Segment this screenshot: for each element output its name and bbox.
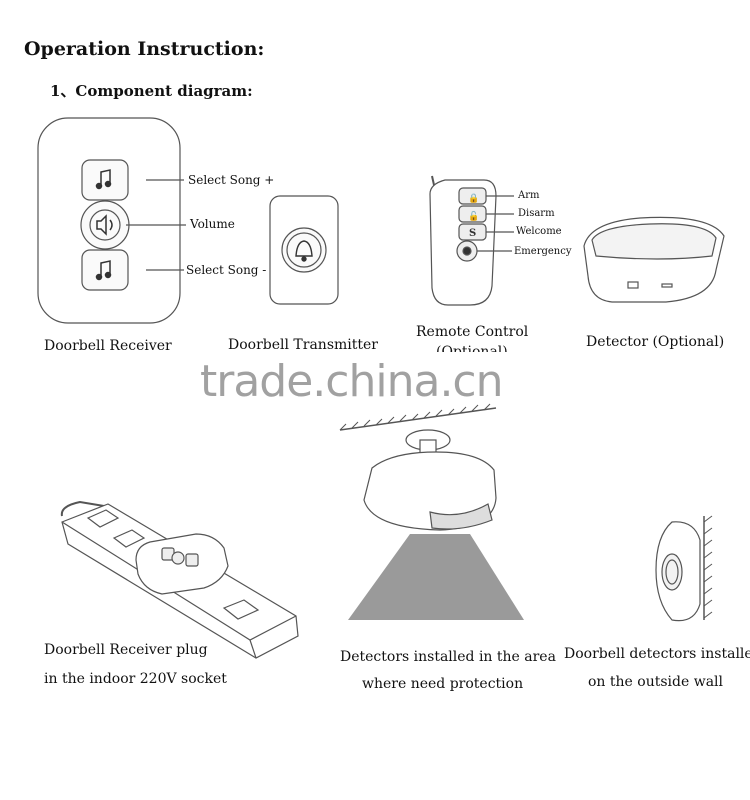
plugged-receiver bbox=[135, 533, 229, 595]
select-song-down-label: Select Song - bbox=[186, 263, 267, 277]
receiver-volume-button bbox=[80, 200, 130, 250]
volume-label: Volume bbox=[190, 217, 235, 231]
wall-caption-line2: on the outside wall bbox=[588, 674, 723, 690]
ceiling-detector-body bbox=[363, 451, 497, 531]
area-caption-line2: where need protection bbox=[362, 676, 524, 692]
welcome-label: Welcome bbox=[516, 226, 562, 237]
section-heading: 1、Component diagram: bbox=[50, 82, 253, 100]
doorbell-transmitter-caption: Doorbell Transmitter bbox=[228, 337, 378, 353]
socket-2 bbox=[112, 529, 146, 548]
dollar-s-icon: S bbox=[469, 228, 476, 239]
select-song-up-label: Select Song + bbox=[188, 173, 275, 187]
disarm-label: Disarm bbox=[518, 208, 555, 219]
receiver-song-down-button bbox=[81, 249, 129, 291]
transmitter-bell-button bbox=[281, 227, 327, 273]
arm-label: Arm bbox=[518, 190, 540, 201]
ceiling bbox=[339, 407, 497, 431]
plug-caption-line1: Doorbell Receiver plug bbox=[44, 642, 208, 658]
detector-caption: Detector (Optional) bbox=[586, 334, 725, 350]
bell-icon bbox=[295, 240, 313, 262]
plug-caption-line2: in the indoor 220V socket bbox=[44, 671, 227, 687]
remote-control-optional: (Optional) bbox=[436, 344, 508, 352]
socket-1 bbox=[86, 509, 120, 528]
alarm-icon bbox=[462, 246, 472, 256]
page-title: Operation Instruction: bbox=[24, 38, 265, 60]
speaker-icon bbox=[96, 214, 113, 236]
doorbell-receiver-caption: Doorbell Receiver bbox=[44, 338, 172, 354]
lock-icon: 🔒 bbox=[468, 193, 479, 204]
unlock-icon: 🔓 bbox=[468, 210, 479, 222]
emergency-label: Emergency bbox=[514, 246, 572, 257]
remote-control-caption: Remote Control bbox=[416, 324, 529, 340]
socket-3 bbox=[222, 599, 260, 620]
watermark: trade.china.cn bbox=[200, 356, 504, 407]
detection-zone bbox=[348, 534, 524, 620]
area-caption-line1: Detectors installed in the area bbox=[340, 649, 556, 665]
receiver-song-up-button bbox=[81, 159, 129, 201]
music-note-icon bbox=[95, 260, 112, 281]
music-note-icon bbox=[95, 169, 112, 190]
wall-caption-line1: Doorbell detectors installed bbox=[564, 646, 750, 662]
